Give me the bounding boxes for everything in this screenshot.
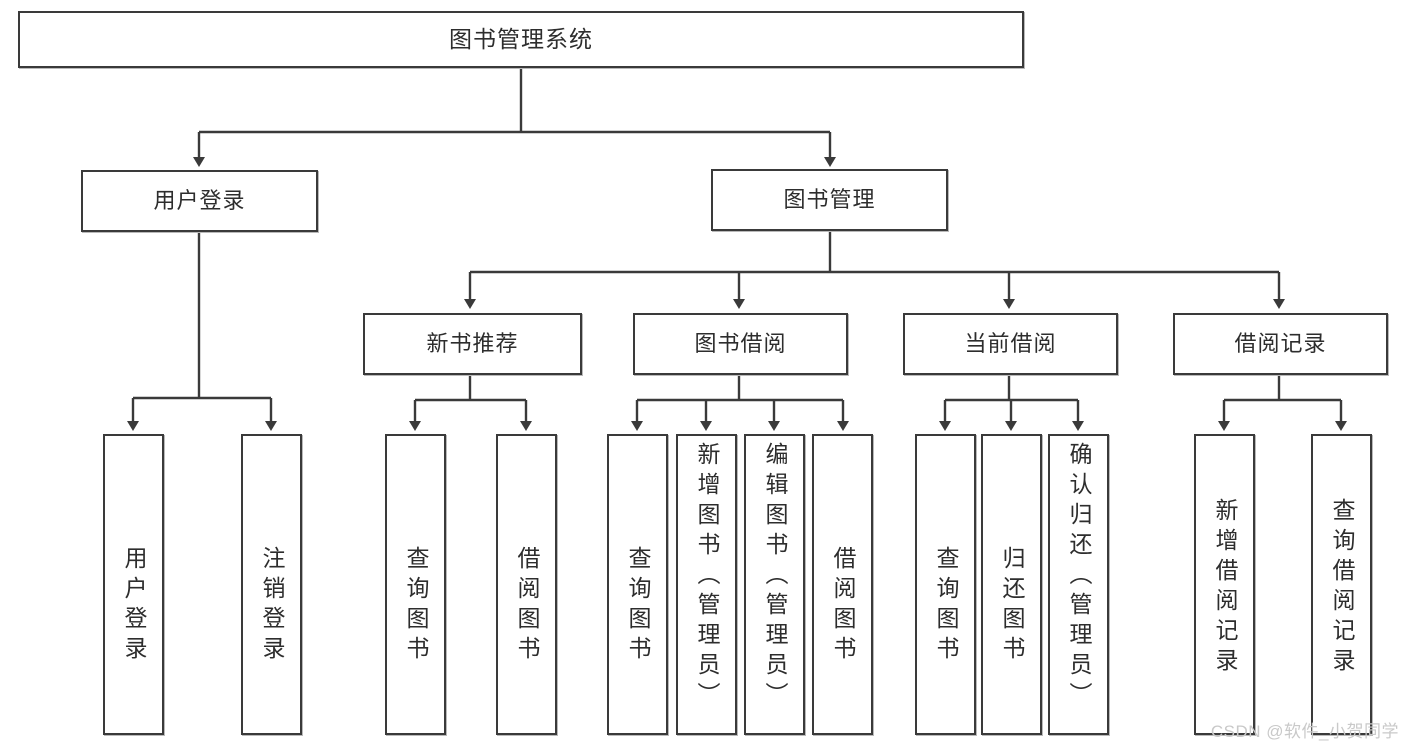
leaf-label: 确认归还（管理员）	[1066, 442, 1092, 712]
node-current-borrow-label: 当前借阅	[964, 331, 1057, 357]
leaf-label: 查询图书	[403, 546, 429, 666]
node-book-borrow[interactable]: 图书借阅	[633, 313, 848, 375]
node-current-borrow[interactable]: 当前借阅	[903, 313, 1118, 375]
node-borrow-record-label: 借阅记录	[1234, 331, 1327, 357]
leaf-user-login-logout[interactable]: 注销登录	[241, 434, 302, 735]
node-root-label: 图书管理系统	[449, 26, 593, 53]
leaf-borrow-edit-book-admin[interactable]: 编辑图书（管理员）	[744, 434, 805, 735]
leaf-label: 新增借阅记录	[1212, 498, 1238, 678]
leaf-label: 查询借阅记录	[1329, 498, 1355, 678]
node-book-management[interactable]: 图书管理	[711, 169, 948, 231]
leaf-new-book-query[interactable]: 查询图书	[385, 434, 446, 735]
leaf-label: 借阅图书	[830, 546, 856, 666]
leaf-label: 用户登录	[121, 546, 147, 666]
leaf-current-return-book[interactable]: 归还图书	[981, 434, 1042, 735]
leaf-current-confirm-return-admin[interactable]: 确认归还（管理员）	[1048, 434, 1109, 735]
leaf-borrow-query-book[interactable]: 查询图书	[607, 434, 668, 735]
leaf-borrow-borrow-book[interactable]: 借阅图书	[812, 434, 873, 735]
node-borrow-record[interactable]: 借阅记录	[1173, 313, 1388, 375]
leaf-label: 归还图书	[999, 546, 1025, 666]
leaf-user-login-login[interactable]: 用户登录	[103, 434, 164, 735]
node-book-management-label: 图书管理	[783, 187, 876, 213]
csdn-watermark: CSDN @软件_小贺同学	[1210, 722, 1399, 741]
leaf-label: 编辑图书（管理员）	[762, 442, 788, 712]
leaf-label: 注销登录	[259, 546, 285, 666]
leaf-label: 查询图书	[933, 546, 959, 666]
leaf-new-book-borrow[interactable]: 借阅图书	[496, 434, 557, 735]
leaf-label: 查询图书	[625, 546, 651, 666]
node-new-book-recommend-label: 新书推荐	[426, 331, 519, 357]
leaf-record-query-record[interactable]: 查询借阅记录	[1311, 434, 1372, 735]
node-user-login-label: 用户登录	[153, 188, 246, 214]
node-book-borrow-label: 图书借阅	[694, 331, 787, 357]
leaf-label: 借阅图书	[514, 546, 540, 666]
leaf-record-add-record[interactable]: 新增借阅记录	[1194, 434, 1255, 735]
node-root[interactable]: 图书管理系统	[18, 11, 1024, 68]
leaf-current-query-book[interactable]: 查询图书	[915, 434, 976, 735]
leaf-borrow-add-book-admin[interactable]: 新增图书（管理员）	[676, 434, 737, 735]
node-user-login[interactable]: 用户登录	[81, 170, 318, 232]
leaf-label: 新增图书（管理员）	[694, 442, 720, 712]
node-new-book-recommend[interactable]: 新书推荐	[363, 313, 582, 375]
